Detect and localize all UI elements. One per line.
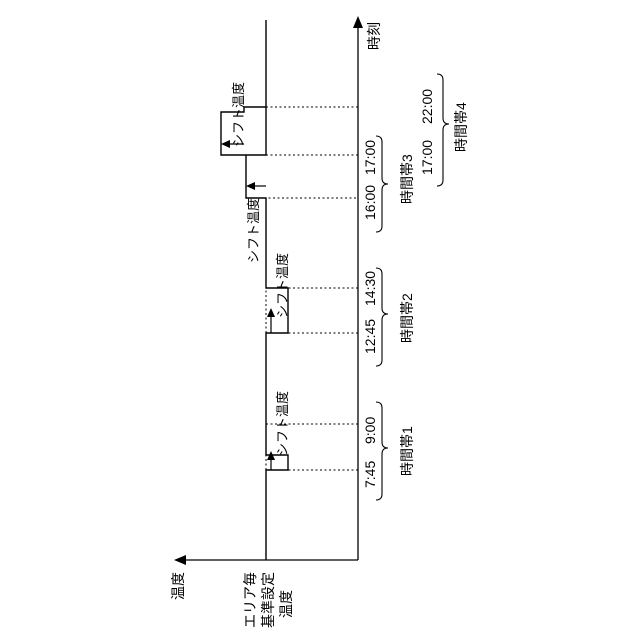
time-label-9-00: 9:00	[362, 417, 378, 444]
temperature-axis-label: 温度	[170, 572, 186, 600]
period-4-brace	[437, 74, 449, 186]
base-temperature-label-line2: 基準設定	[260, 572, 276, 628]
time-label-17-00: 17:00	[362, 140, 378, 175]
period-label-4: 時間帯4	[453, 102, 469, 152]
shift-temperature-label-2: シフト温度	[275, 253, 290, 318]
period-label-3: 時間帯3	[399, 154, 415, 204]
period-label-2: 時間帯2	[399, 293, 415, 343]
time-label-16-00: 16:00	[362, 185, 378, 220]
shift-temperature-label-3: シフト温度	[246, 198, 261, 263]
time-axis-label: 時刻	[366, 22, 382, 50]
shift-arrow-3-head	[246, 182, 255, 190]
time-label-7-45: 7:45	[362, 461, 378, 488]
shift-arrow-2-head	[267, 308, 275, 317]
time-axis-arrowhead	[353, 16, 363, 28]
base-temperature-label-line3: 温度	[278, 590, 294, 618]
shift-temperature-label-4: シフト温度	[231, 82, 246, 147]
time-label-17-00-period4: 17:00	[419, 140, 435, 175]
shift-arrows	[221, 140, 275, 470]
time-label-14-30: 14:30	[362, 271, 378, 306]
period-label-1: 時間帯1	[399, 426, 415, 476]
shift-arrow-4-head	[221, 140, 230, 148]
time-label-22-00: 22:00	[419, 89, 435, 124]
time-label-12-45: 12:45	[362, 319, 378, 354]
base-temperature-label-line1: エリア毎	[242, 572, 258, 628]
temperature-axis-arrowhead	[174, 555, 186, 565]
shift-temperature-label-1: シフト温度	[275, 391, 290, 456]
